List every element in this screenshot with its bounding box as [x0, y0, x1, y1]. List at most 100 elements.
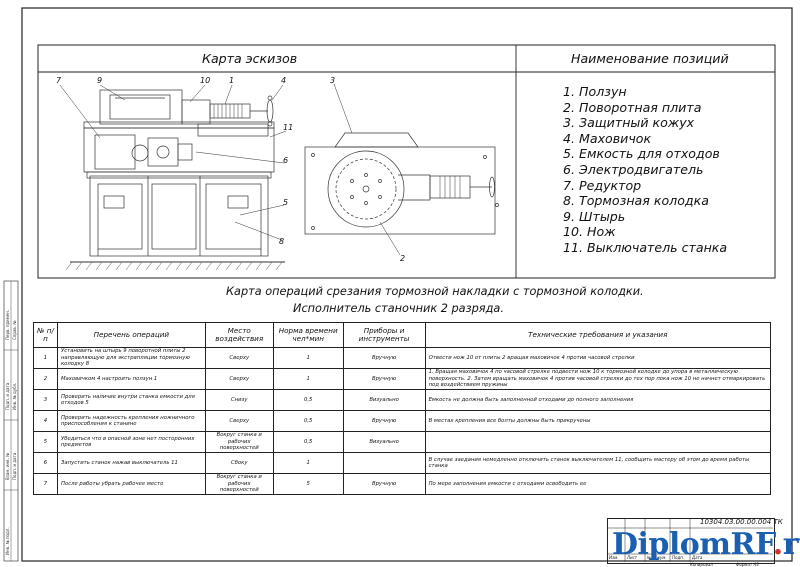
cell-num: 6	[33, 452, 58, 474]
cell-requirements: В случае заедания немедленно отключить с…	[424, 452, 772, 474]
positions-list: 1. Ползун 2. Поворотная плита 3. Защитны…	[563, 84, 727, 256]
title-block-stamp	[607, 518, 775, 564]
strip-label: Справ. №	[12, 320, 17, 340]
cell-requirements: В местах крепления все болты должны быть…	[424, 410, 772, 432]
table-row: 6 Запустить станок нажав выключатель 11 …	[33, 452, 772, 474]
callout-5: 5	[283, 198, 289, 207]
stamp-label-list: Лист	[627, 555, 638, 560]
cell-tools: Вручную	[342, 473, 426, 495]
cell-place: Сверху	[204, 368, 274, 390]
watermark-main: DiplomRF	[612, 527, 773, 562]
list-item: 11. Выключатель станка	[563, 239, 728, 255]
cell-requirements: 1. Вращая маховичок 4 по часовой стрелке…	[424, 368, 772, 390]
cell-num: 4	[33, 410, 58, 432]
cell-operation: Установить на штырь 9 поворотной плиты 2…	[56, 347, 206, 369]
table-header-row: № п/п Перечень операций Место воздействи…	[33, 322, 772, 348]
stamp-label-izm: Изм.	[609, 555, 619, 560]
cell-place: Вокруг станка и рабочих поверхностей	[204, 431, 274, 453]
callout-8: 8	[279, 237, 285, 246]
cell-operation: Маховичком 4 настроить ползун 1	[56, 368, 206, 390]
cell-requirements: Емкость не должна быть заполненной отход…	[424, 389, 772, 411]
cell-place: Снизу	[204, 389, 274, 411]
sketch-map-title: Карта эскизов	[202, 51, 298, 66]
col-header-time-norm: Норма времени чел*мин	[272, 322, 344, 348]
list-item: 4. Маховичок	[563, 130, 652, 146]
strip-label: Перв. примен.	[5, 309, 10, 340]
cell-num: 3	[33, 389, 58, 411]
strip-label: Инв. № подл.	[5, 527, 10, 555]
cell-time: 1	[272, 347, 344, 369]
cell-num: 2	[33, 368, 58, 390]
cell-requirements: По мере заполнения емкости с отходами ос…	[424, 473, 772, 495]
cell-place: Вокруг станка и рабочих поверхностей	[204, 473, 274, 495]
callout-4: 4	[281, 76, 287, 85]
list-item: 6. Электродвигатель	[563, 161, 704, 177]
list-item: 9. Штырь	[563, 208, 626, 224]
cell-requirements: Отвести нож 10 от плиты 2 вращая махович…	[424, 347, 772, 369]
cell-time: 1	[272, 452, 344, 474]
outer-frame	[21, 7, 793, 562]
cell-tools	[342, 452, 426, 474]
cell-place: Сверху	[204, 410, 274, 432]
cell-requirements	[424, 431, 772, 453]
table-row: 2 Маховичком 4 настроить ползун 1 Сверху…	[33, 368, 772, 390]
cell-time: 1	[272, 368, 344, 390]
table-row: 3 Проверить наличие внутри станка емкост…	[33, 389, 772, 411]
list-item: 7. Редуктор	[563, 177, 642, 193]
list-item: 3. Защитный кожух	[563, 115, 695, 131]
machine-front-view	[59, 84, 287, 271]
callout-1: 1	[229, 76, 235, 85]
list-item: 1. Ползун	[563, 84, 627, 99]
list-item: 8. Тормозная колодка	[563, 193, 709, 209]
table-row: 1 Установить на штырь 9 поворотной плиты…	[33, 347, 772, 369]
cell-tools: Визуально	[342, 389, 426, 411]
cell-operation: Проверить надежность крепления ножничног…	[56, 410, 206, 432]
callout-2: 2	[400, 254, 406, 263]
col-header-num: № п/п	[33, 322, 58, 348]
callout-10: 10	[200, 76, 211, 85]
stamp-label-date: Дата	[692, 555, 703, 560]
positions-title: Наименование позиций	[571, 51, 729, 66]
col-header-place: Место воздействия	[204, 322, 274, 348]
cell-operation: Убедиться что в опасной зоне нет посторо…	[56, 431, 206, 453]
cell-tools: Вручную	[342, 347, 426, 369]
table-row: 4 Проверить надежность крепления ножничн…	[33, 410, 772, 432]
callout-9: 9	[97, 76, 103, 85]
callout-6: 6	[283, 156, 289, 165]
watermark-logo: DiplomRF.ru	[612, 527, 800, 562]
cell-num: 7	[33, 473, 58, 495]
cell-tools: Вручную	[342, 410, 426, 432]
cell-tools: Вручную	[342, 368, 426, 390]
list-item: 2. Поворотная плита	[563, 99, 702, 115]
col-header-operations: Перечень операций	[56, 322, 206, 348]
callout-7: 7	[56, 76, 62, 85]
ops-title-line2: Исполнитель станочник 2 разряда.	[293, 302, 504, 315]
cell-operation: Проверить наличие внутри станка емкости …	[56, 389, 206, 411]
callout-11: 11	[283, 123, 294, 132]
cell-time: 0,5	[272, 389, 344, 411]
callout-3: 3	[330, 76, 336, 85]
cell-place: Сверху	[204, 347, 274, 369]
list-item: 5. Емкость для отходов	[563, 146, 720, 162]
strip-label: Инв. № дубл.	[12, 382, 17, 410]
cell-tools: Визуально	[342, 431, 426, 453]
cell-time: 5	[272, 473, 344, 495]
list-item: 10. Нож	[563, 224, 616, 240]
cell-operation: Запустить станок нажав выключатель 11	[56, 452, 206, 474]
cell-time: 0,5	[272, 410, 344, 432]
watermark-tail: ru	[782, 527, 800, 562]
operations-table: № п/п Перечень операций Место воздействи…	[33, 322, 772, 495]
cell-time: 0,5	[272, 431, 344, 453]
document-code: 10304.03.00.00.004 ТК	[700, 518, 783, 526]
strip-label: Подп. и дата	[5, 382, 10, 410]
strip-label: Взам. инв. №	[5, 452, 10, 480]
cell-place: Сбоку	[204, 452, 274, 474]
sketch-block-frame	[37, 44, 776, 279]
cell-operation: После работы убрать рабочее место	[56, 473, 206, 495]
table-row: 5 Убедиться что в опасной зоне нет посто…	[33, 431, 772, 453]
left-binding-strip: Перв. примен. Справ. № Подп. и дата Инв.…	[4, 281, 18, 561]
col-header-requirements: Технические требования и указания	[424, 322, 772, 348]
strip-label: Подп. и дата	[12, 452, 17, 480]
watermark-dot: .	[772, 527, 783, 562]
